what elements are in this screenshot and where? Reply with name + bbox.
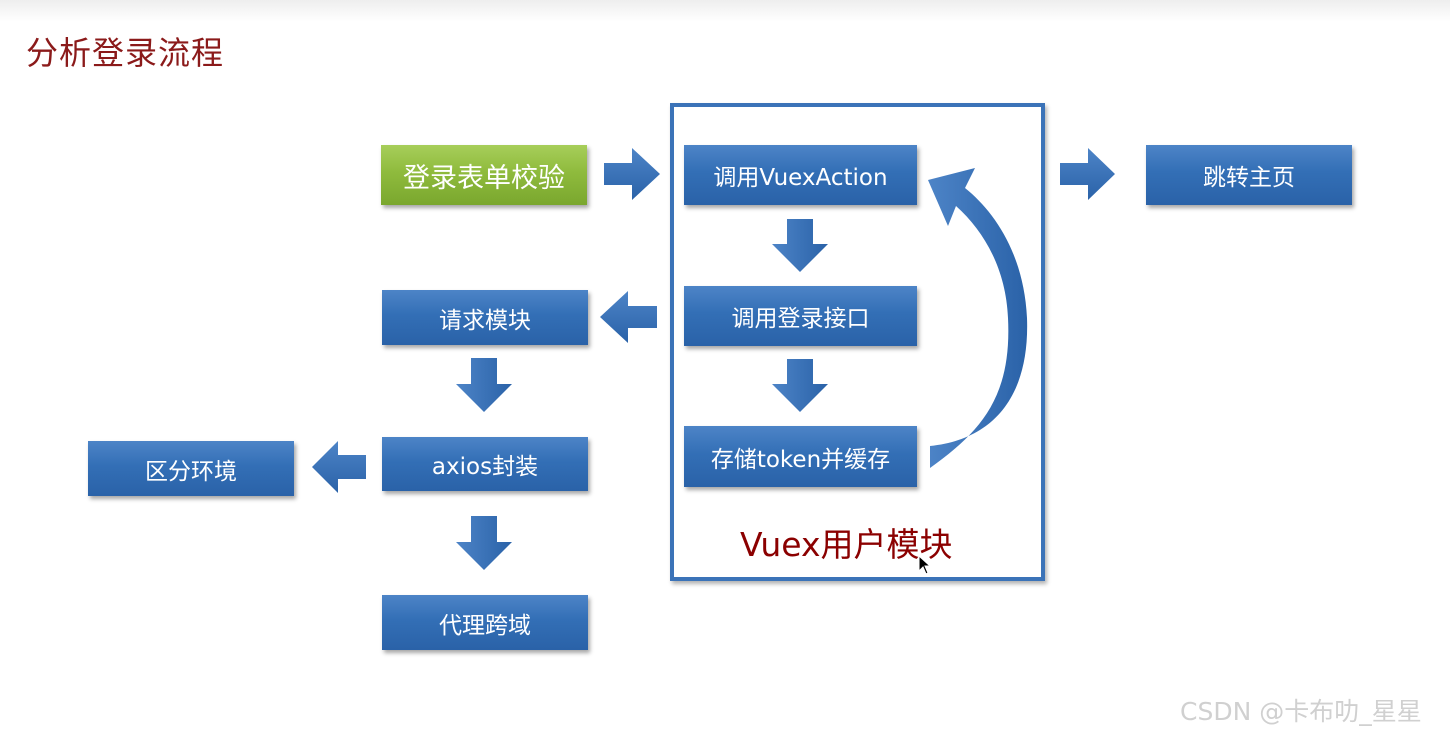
arrow-curved-store-to-action: [928, 168, 1028, 468]
node-env-split-label: 区分环境: [145, 458, 237, 485]
node-proxy-cors: 代理跨域: [382, 595, 588, 650]
arrow-down-request-to-axios: [456, 358, 512, 412]
arrow-down-login-to-store: [772, 359, 828, 412]
arrow-left-login-to-request: [600, 291, 657, 343]
node-login-api: 调用登录接口: [684, 286, 917, 346]
arrow-down-axios-to-proxy: [456, 516, 512, 570]
page-title: 分析登录流程: [26, 34, 225, 72]
arrow-right-validate-to-action: [604, 148, 660, 200]
node-login-api-label: 调用登录接口: [731, 306, 870, 332]
watermark: CSDN @卡布叻_星星: [1180, 697, 1422, 726]
node-store-token-label: 存储token并缓存: [710, 446, 891, 473]
arrow-left-axios-to-env: [312, 441, 366, 493]
top-bar: [0, 0, 1450, 22]
node-request-module: 请求模块: [382, 290, 588, 345]
vuex-module-frame: [670, 103, 1045, 581]
node-goto-home-label: 跳转主页: [1203, 165, 1295, 191]
arrow-right-to-home: [1060, 148, 1115, 200]
mouse-cursor-icon: [918, 555, 932, 575]
arrow-down-action-to-login: [772, 219, 828, 272]
node-validate: 登录表单校验: [381, 145, 587, 205]
node-request-module-label: 请求模块: [439, 307, 531, 334]
node-goto-home: 跳转主页: [1146, 145, 1352, 205]
node-env-split: 区分环境: [88, 441, 294, 496]
node-axios-wrap: axios封装: [382, 437, 588, 491]
node-store-token: 存储token并缓存: [684, 426, 917, 487]
node-proxy-cors-label: 代理跨域: [439, 612, 531, 639]
node-axios-wrap-label: axios封装: [431, 454, 539, 480]
node-validate-label: 登录表单校验: [403, 162, 565, 194]
node-vuex-action-label: 调用VuexAction: [713, 165, 888, 191]
vuex-module-label: Vuex用户模块: [740, 525, 953, 564]
node-vuex-action: 调用VuexAction: [684, 145, 917, 205]
